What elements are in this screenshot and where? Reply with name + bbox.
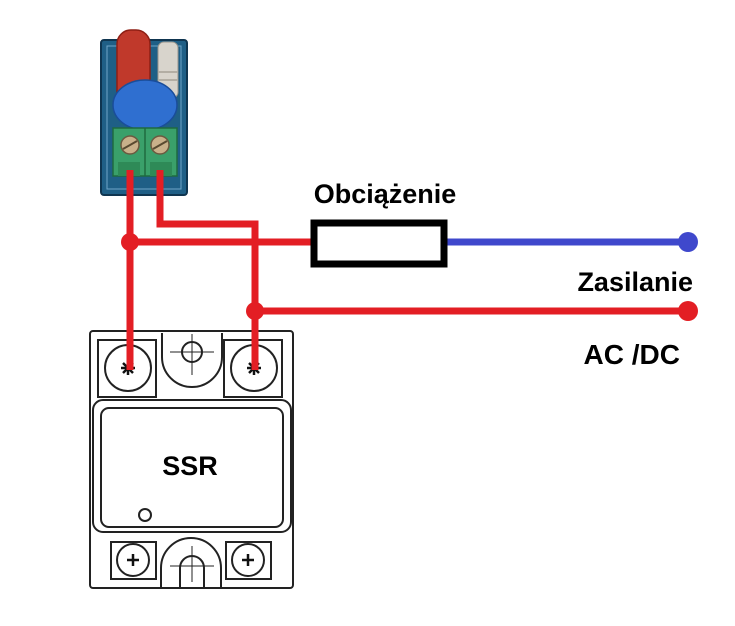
ssr-housing — [89, 330, 294, 589]
ssr-mount-hole-top — [161, 333, 223, 388]
ssr-mount-hole-bottom — [160, 537, 222, 588]
load-label: Obciążenie — [314, 179, 457, 209]
supply-terminal-line — [678, 301, 698, 321]
junction-dot — [121, 233, 139, 251]
supply-type-label: AC /DC — [584, 339, 680, 370]
supply-terminal-neutral — [678, 232, 698, 252]
wires — [126, 170, 688, 372]
ssr-face-inner — [100, 407, 284, 528]
ssr-terminal-screw-3 — [116, 543, 150, 577]
wire-module-to-ssr-right — [156, 170, 259, 372]
supply-label: Zasilanie — [577, 267, 693, 297]
ceramic-capacitor — [112, 79, 178, 131]
junction-dot — [246, 302, 264, 320]
ssr-terminal-box-4 — [225, 541, 272, 580]
ssr-terminal-screw-4 — [231, 543, 265, 577]
ssr — [89, 330, 294, 589]
ssr-label: SSR — [162, 451, 218, 481]
ssr-face-outer — [92, 399, 292, 533]
ssr-led — [138, 508, 152, 522]
rc-snubber-module — [100, 29, 188, 196]
ssr-terminal-box-3 — [110, 541, 157, 580]
load-resistor — [310, 219, 448, 268]
